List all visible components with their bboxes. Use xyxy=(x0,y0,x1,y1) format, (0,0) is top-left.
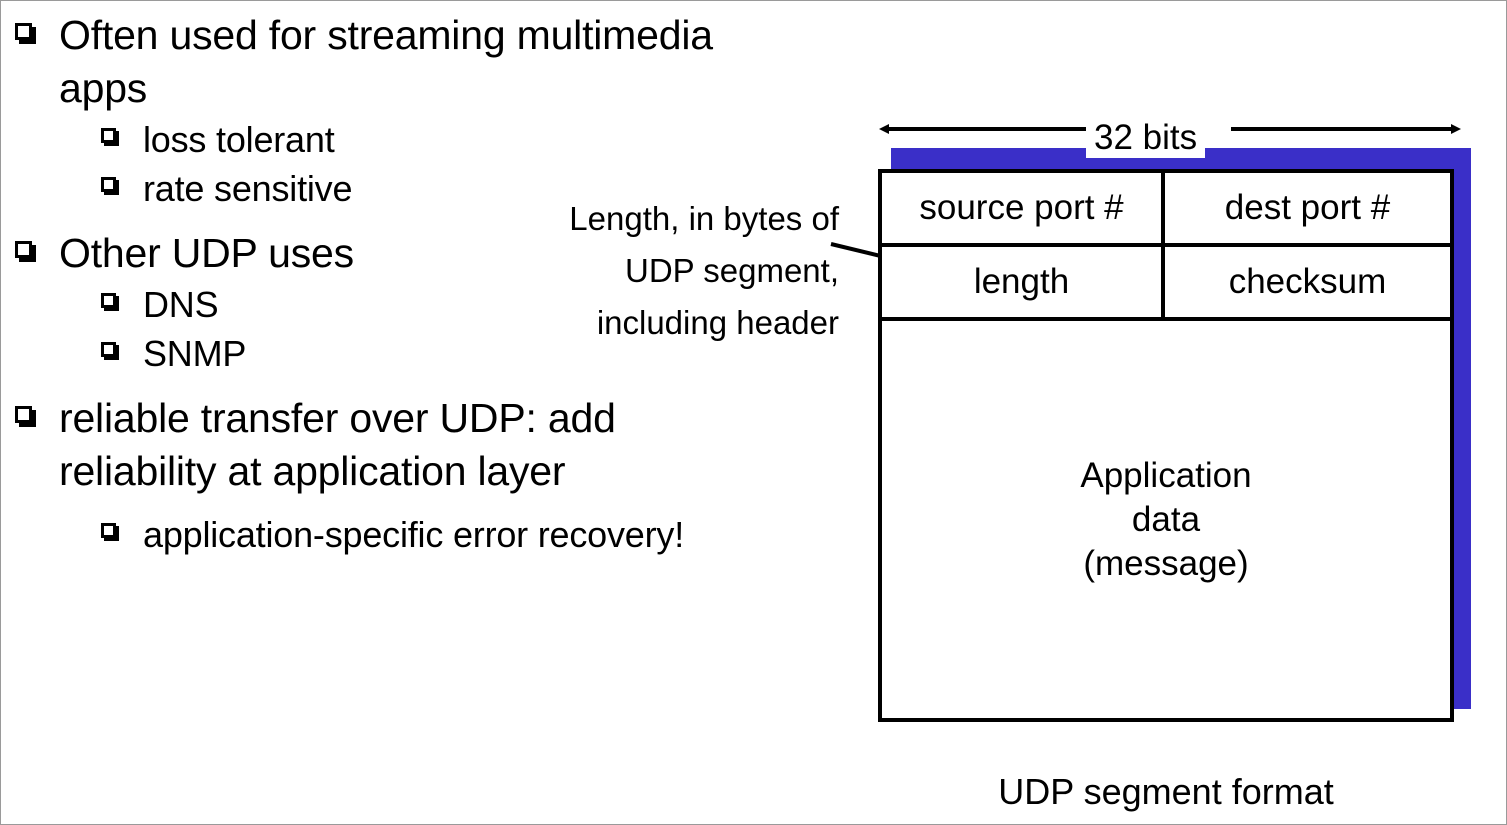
table-row-ports: source port # dest port # xyxy=(882,173,1450,247)
bullet-item-dns: DNS xyxy=(101,280,715,329)
bullet-item-loss-tolerant: loss tolerant xyxy=(101,115,715,164)
bullet-label: loss tolerant xyxy=(143,119,335,160)
hollow-square-bullet-icon xyxy=(15,398,59,428)
bullet-label: SNMP xyxy=(143,333,247,374)
bullet-list: Often used for streaming multimedia apps… xyxy=(15,9,715,559)
cell-checksum: checksum xyxy=(1228,262,1387,301)
diagram-caption: UDP segment format xyxy=(998,771,1334,812)
list-spacer xyxy=(15,378,715,392)
list-spacer xyxy=(15,498,715,510)
bullet-item-snmp: SNMP xyxy=(101,329,715,378)
payload-text: Application data (message) xyxy=(1080,455,1252,583)
bullet-label: rate sensitive xyxy=(143,168,353,209)
bullet-item-rate-sensitive: rate sensitive xyxy=(101,164,715,213)
bullet-item-reliable-transfer: reliable transfer over UDP: add reliabil… xyxy=(15,392,715,498)
bullet-label: Often used for streaming multimedia apps xyxy=(59,12,713,111)
cell-source-port: source port # xyxy=(882,173,1165,243)
bullet-label: DNS xyxy=(143,284,219,325)
hollow-square-bullet-icon xyxy=(101,287,143,312)
bullet-label: Other UDP uses xyxy=(59,230,354,276)
hollow-square-bullet-icon xyxy=(101,122,143,147)
table-row-length-checksum: length checksum xyxy=(882,247,1450,321)
bullet-item-streaming: Often used for streaming multimedia apps xyxy=(15,9,715,115)
length-annotation-text: Length, in bytes of UDP segment, includi… xyxy=(569,200,839,341)
udp-segment-table: source port # dest port # length checksu… xyxy=(878,169,1454,722)
hollow-square-bullet-icon xyxy=(101,171,143,196)
bullet-label: reliable transfer over UDP: add reliabil… xyxy=(59,395,616,494)
hollow-square-bullet-icon xyxy=(101,517,143,542)
hollow-square-bullet-icon xyxy=(15,15,59,45)
bullet-item-app-specific-error-recovery: application-specific error recovery! xyxy=(101,510,715,559)
bit-width-label: 32 bits xyxy=(1086,118,1206,158)
cell-application-data: Application data (message) xyxy=(882,321,1450,718)
cell-dest-port: dest port # xyxy=(1224,188,1391,227)
bullet-item-other-udp-uses: Other UDP uses xyxy=(15,227,715,280)
cell-length: length xyxy=(882,247,1165,317)
hollow-square-bullet-icon xyxy=(15,233,59,263)
hollow-square-bullet-icon xyxy=(101,336,143,361)
bullet-label: application-specific error recovery! xyxy=(143,514,685,555)
